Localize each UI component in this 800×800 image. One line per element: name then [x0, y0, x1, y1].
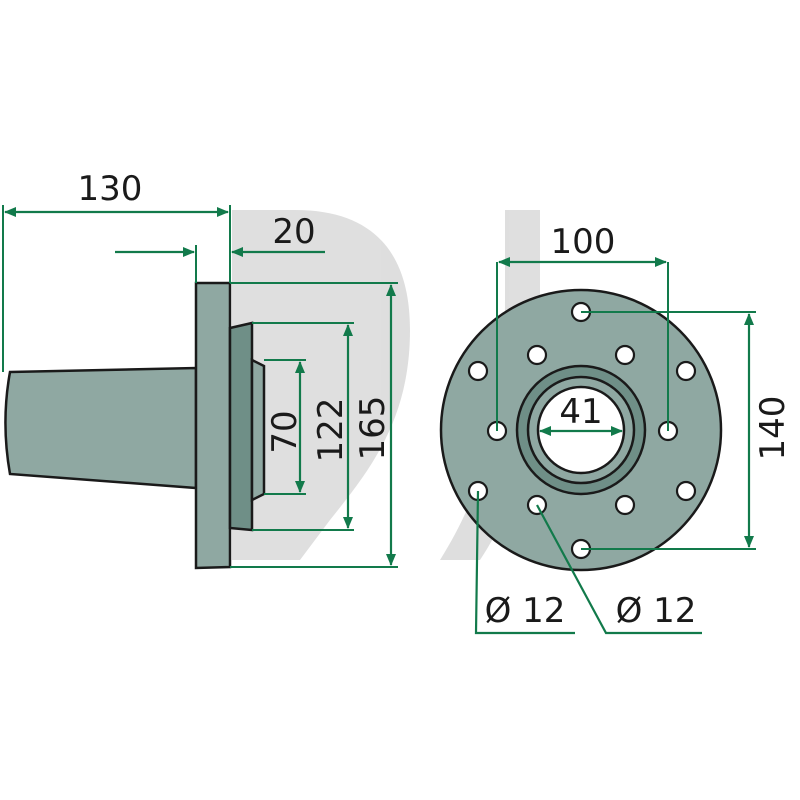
bolt-hole [526, 344, 548, 366]
shaft [4, 366, 198, 490]
hub-bore [250, 357, 266, 503]
bolt-hole [614, 344, 636, 366]
dim-bolt-spacing-vertical: 140 [753, 396, 793, 461]
dim-bolt-spacing-horizontal: 100 [551, 222, 616, 262]
dim-flange-diameter: 165 [353, 396, 393, 461]
bolt-hole [614, 494, 636, 516]
dim-bore-diameter: 41 [559, 392, 602, 432]
bolt-hole [675, 480, 697, 502]
front-view-dimensions: 100 140 41 Ø 12 Ø 12 [474, 222, 793, 635]
dim-hole-inner: Ø 12 [616, 591, 697, 631]
dim-flange-thickness: 20 [272, 212, 315, 252]
bolt-hole [675, 360, 697, 382]
dim-total-length: 130 [78, 169, 143, 209]
side-view-dimensions: 130 20 70 122 165 [2, 169, 398, 568]
dim-recess-diameter: 122 [311, 398, 351, 463]
flange [194, 281, 232, 570]
dim-hole-outer: Ø 12 [485, 591, 566, 631]
side-view-part [4, 281, 266, 570]
dim-inner-diameter: 70 [265, 410, 305, 453]
flange-recess [228, 321, 254, 532]
bolt-hole [467, 360, 489, 382]
